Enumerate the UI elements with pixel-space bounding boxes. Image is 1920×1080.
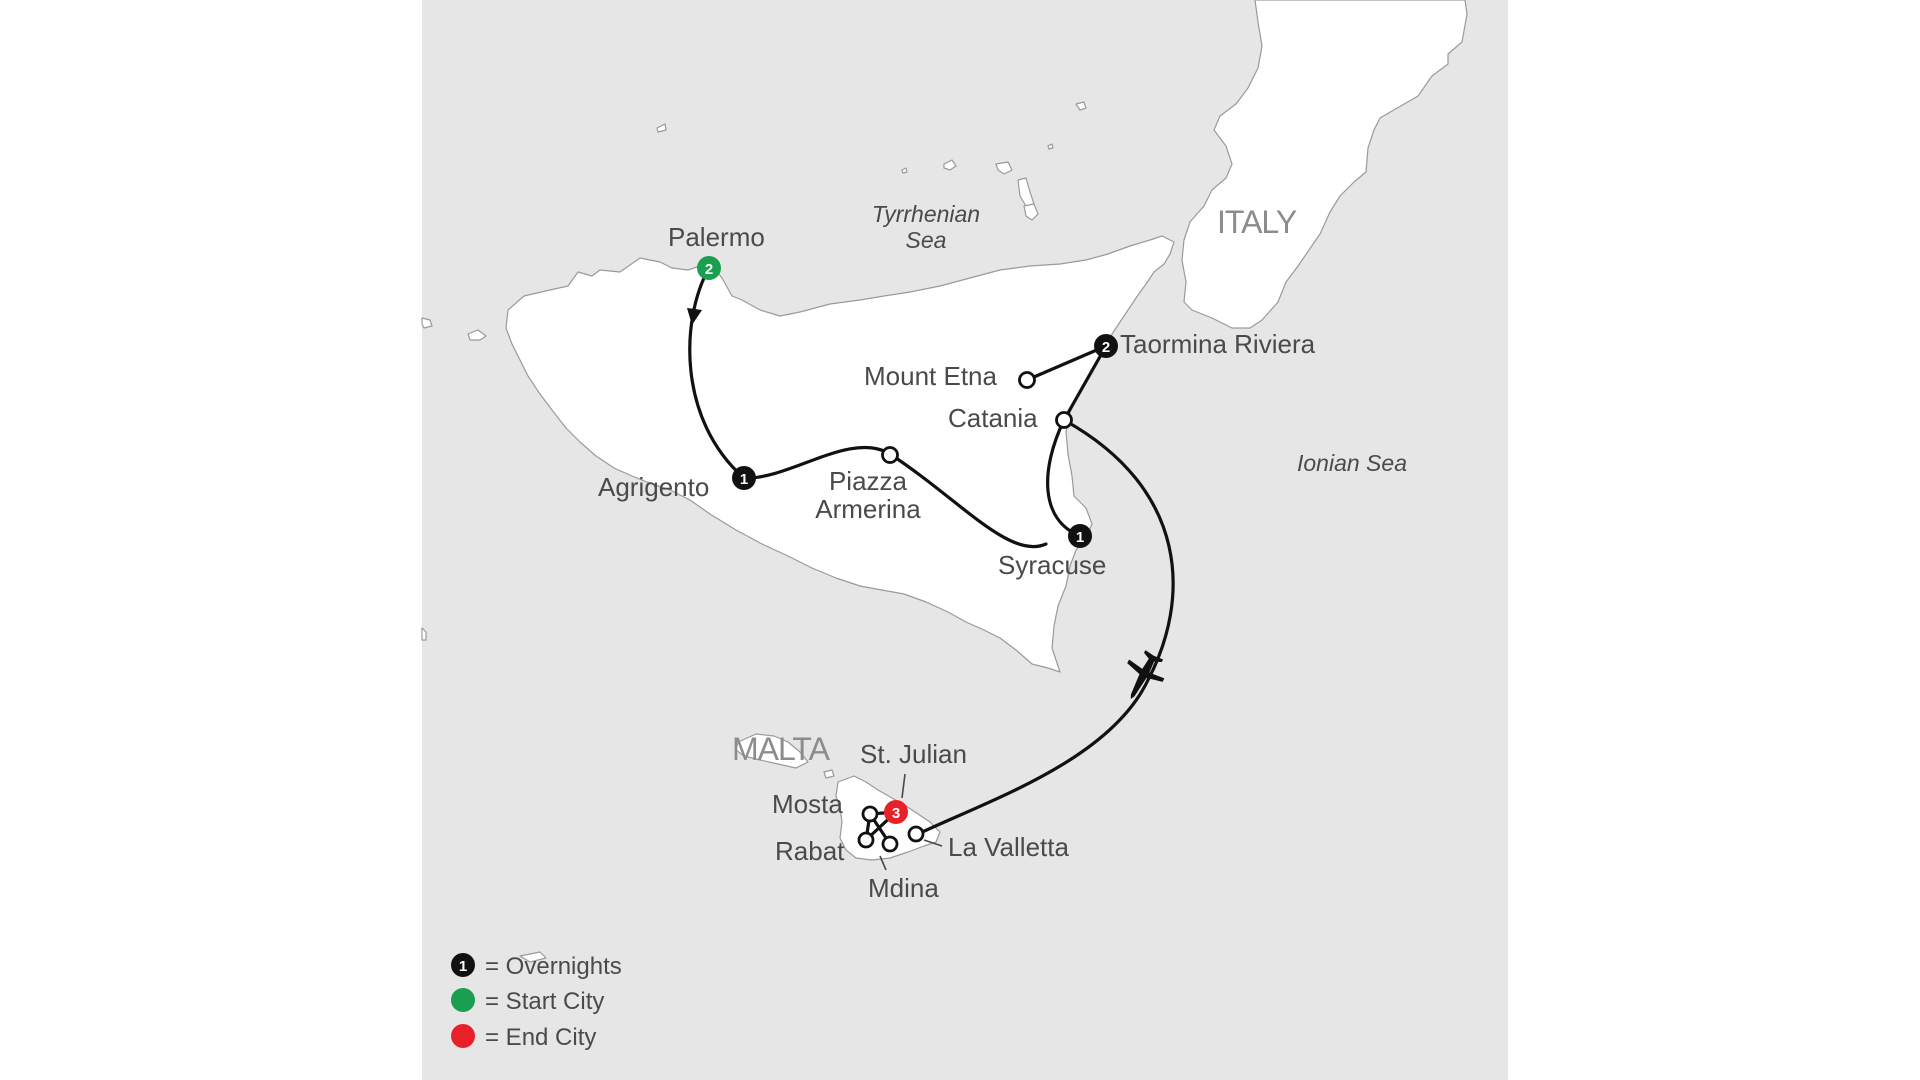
flight-path-catania-malta — [916, 418, 1175, 836]
end-city-legend-text: = End City — [485, 1024, 596, 1051]
label-piazza-line-1: Armerina — [815, 494, 921, 524]
agrigento-overnight-badge: 1 — [732, 466, 756, 490]
route-direction-arrow — [687, 308, 702, 325]
catania-label: Catania — [948, 403, 1038, 433]
aeolian-island-6 — [1047, 143, 1054, 150]
palermo-label: Palermo — [668, 222, 765, 252]
mosta-marker — [861, 805, 879, 823]
sea-tyrrhenian-line-0: Tyrrhenian — [872, 201, 980, 227]
legend-start-city: = Start City — [451, 988, 604, 1015]
st-julian-leader-line — [901, 773, 906, 799]
map-legend: 1 = Overnights = Start City = End City — [451, 953, 622, 1051]
italy-label: ITALY — [1217, 204, 1297, 240]
comino-island — [823, 769, 835, 779]
agrigento-label: Agrigento — [598, 472, 709, 502]
aeolian-island-5 — [901, 167, 908, 174]
route-piazza-armerina-syracuse — [888, 452, 1048, 549]
palermo-overnight-count: 2 — [705, 261, 713, 278]
overnight-legend-dot — [451, 953, 475, 977]
stromboli-island — [1075, 101, 1087, 111]
aeolian-island-4 — [1023, 203, 1039, 221]
rabat-marker — [857, 831, 875, 849]
rabat-label: Rabat — [775, 836, 845, 866]
route-agrigento-piazza-armerina — [742, 445, 892, 480]
overnights-legend-text: = Overnights — [485, 953, 622, 980]
egadi-island-2 — [421, 317, 433, 329]
st-julian-label: St. Julian — [860, 739, 967, 769]
la-valletta-label: La Valletta — [948, 832, 1069, 862]
gozo-island — [735, 733, 809, 769]
aeolian-island-2 — [995, 161, 1013, 175]
lampedusa-island — [519, 951, 547, 963]
route-catania-taormina — [1062, 344, 1108, 422]
ionian-sea-label: Ionian Sea — [1297, 450, 1407, 476]
route-palermo-agrigento — [688, 266, 746, 480]
syracuse-overnight-badge: 1 — [1068, 524, 1092, 548]
start-city-legend-dot — [451, 988, 475, 1012]
mdina-marker — [881, 835, 899, 853]
syracuse-overnight-count: 1 — [1076, 529, 1084, 546]
sea-tyrrhenian-line-1: Sea — [906, 227, 947, 253]
mount-etna-label: Mount Etna — [864, 361, 998, 391]
end-city-legend-dot — [451, 1024, 475, 1048]
mdina-label: Mdina — [868, 873, 939, 903]
airplane-icon — [1127, 650, 1165, 699]
mount-etna-marker — [1018, 371, 1036, 389]
legend-end-city: = End City — [451, 1024, 596, 1051]
egadi-island-1 — [467, 329, 487, 341]
taormina-riviera-label: Taormina Riviera — [1120, 329, 1316, 359]
italy-mainland — [1181, 0, 1468, 329]
aeolian-island-1 — [943, 159, 957, 171]
la-valletta-marker — [907, 825, 925, 843]
piazza-armerina-marker — [881, 446, 899, 464]
taormina-overnight-count: 2 — [1102, 339, 1110, 356]
start-city-legend-text: = Start City — [485, 988, 604, 1015]
catania-marker — [1055, 411, 1073, 429]
agrigento-overnight-count: 1 — [740, 471, 748, 488]
route-taormina-mount-etna — [1025, 344, 1108, 382]
malta-label: MALTA — [732, 731, 831, 767]
legend-overnights: 1 = Overnights — [451, 953, 622, 980]
pantelleria-island — [421, 627, 427, 641]
taormina-overnight-badge: 2 — [1094, 334, 1118, 358]
st-julian-overnight-badge: 3 — [884, 800, 908, 824]
overnight-legend-number: 1 — [459, 958, 467, 975]
syracuse-label: Syracuse — [998, 550, 1106, 580]
route-syracuse-catania — [1046, 418, 1082, 538]
mdina-leader-line — [879, 855, 887, 871]
st-julian-overnight-count: 3 — [892, 805, 900, 822]
la-valletta-leader-line — [923, 839, 943, 847]
label-piazza-line-0: Piazza — [829, 466, 908, 496]
ustica-island — [656, 123, 667, 133]
mosta-label: Mosta — [772, 789, 843, 819]
palermo-overnight-badge: 2 — [697, 256, 721, 280]
